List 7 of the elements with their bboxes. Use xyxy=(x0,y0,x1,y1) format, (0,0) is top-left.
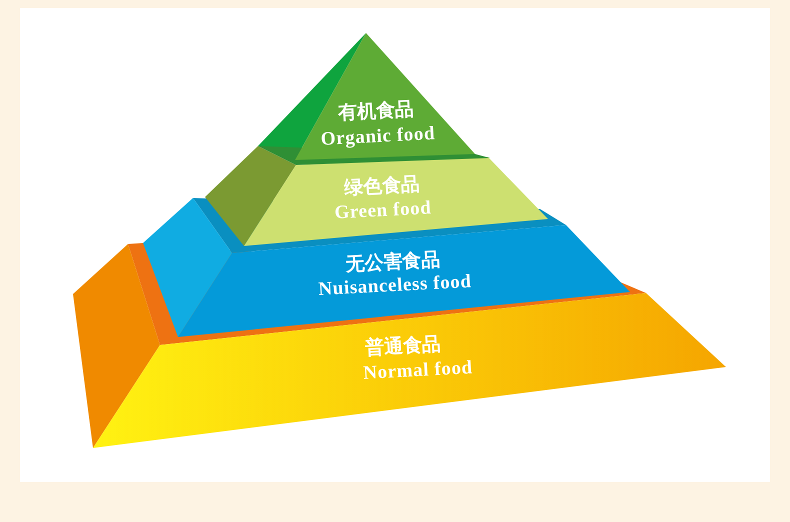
tier-title: 无公害食品 xyxy=(345,250,441,276)
tier-subtitle: Organic food xyxy=(320,123,436,151)
tier-subtitle: Normal food xyxy=(362,357,474,385)
tier-title: 普通食品 xyxy=(364,334,442,360)
tier-title: 有机食品 xyxy=(337,99,415,125)
tier-subtitle: Green food xyxy=(334,197,432,225)
tier-title: 绿色食品 xyxy=(343,174,421,200)
